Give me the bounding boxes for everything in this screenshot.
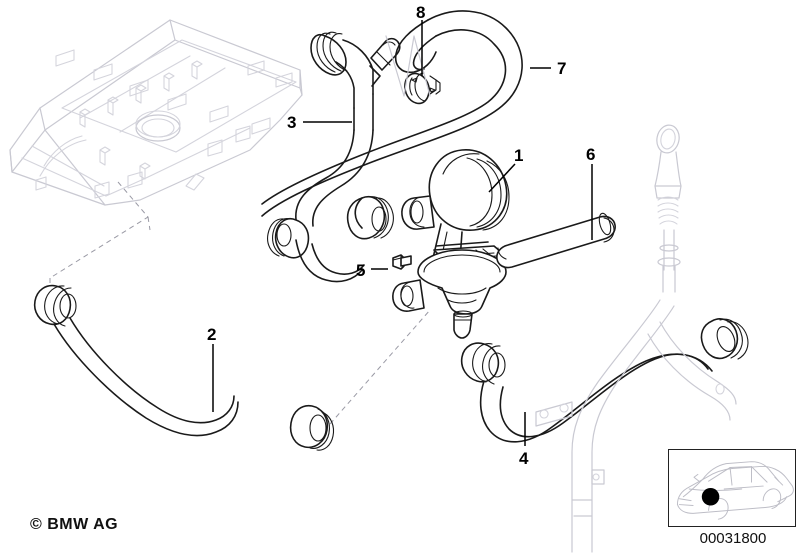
callout-5: 5 (356, 261, 366, 280)
part-6-connector-pipe (496, 212, 616, 269)
callout-3: 3 (287, 113, 297, 132)
callout-6: 6 (586, 145, 596, 164)
diagram-part-number: 00031800 (699, 530, 767, 547)
callout-7: 7 (557, 59, 567, 78)
vehicle-inset-drawing (676, 461, 794, 520)
callout-8: 8 (416, 3, 426, 22)
dipstick-tube-bracket-phantom (535, 299, 737, 553)
part-7-return-hose (261, 10, 523, 217)
engine-bay-location-dot (701, 488, 720, 506)
part-2-lower-return-hose (33, 284, 335, 451)
copyright-notice: © BMW AG (30, 516, 119, 533)
part-1-oil-separator-valve (392, 149, 510, 339)
callout-4: 4 (519, 449, 529, 468)
part-4-oil-return-hose (460, 318, 749, 443)
part-3-vent-hose (267, 31, 401, 259)
callout-2: 2 (207, 325, 217, 344)
oil-dipstick-phantom (654, 124, 682, 293)
vehicle-location-inset (668, 449, 796, 527)
cylinder-head-cover-phantom (9, 19, 303, 206)
callout-leader-lines (212, 20, 593, 446)
callout-1: 1 (514, 146, 524, 165)
part-5-retaining-bolt (392, 254, 412, 270)
middle-short-hose (295, 196, 394, 283)
